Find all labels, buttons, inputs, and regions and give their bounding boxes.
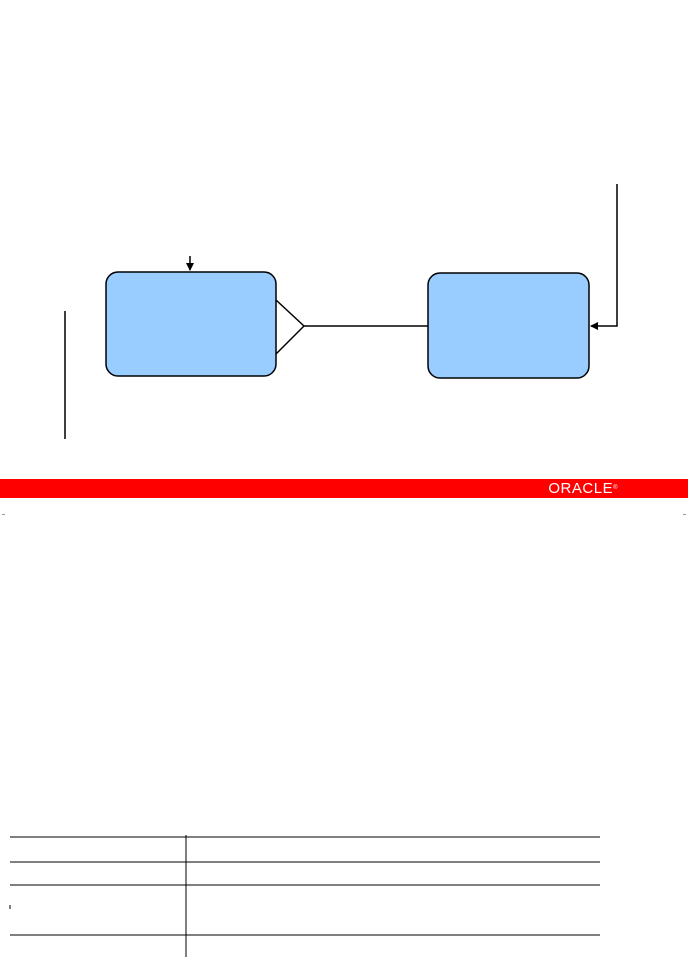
- logo-text: ORACLE: [548, 480, 614, 497]
- entity-box-left[interactable]: [105, 271, 277, 377]
- notes-table: [9, 835, 600, 957]
- page-corner-mark-right: [683, 514, 686, 518]
- crows-foot-lower: [275, 325, 305, 355]
- crows-foot-upper: [275, 299, 305, 327]
- logo-mark: ®: [613, 485, 618, 491]
- page-corner-mark-left: [2, 514, 5, 518]
- oracle-logo[interactable]: ORACLE®: [548, 480, 618, 497]
- entity-box-right[interactable]: [427, 272, 590, 379]
- pointer-arrow-right-entity: [590, 184, 618, 330]
- brand-bar: ORACLE®: [0, 479, 688, 498]
